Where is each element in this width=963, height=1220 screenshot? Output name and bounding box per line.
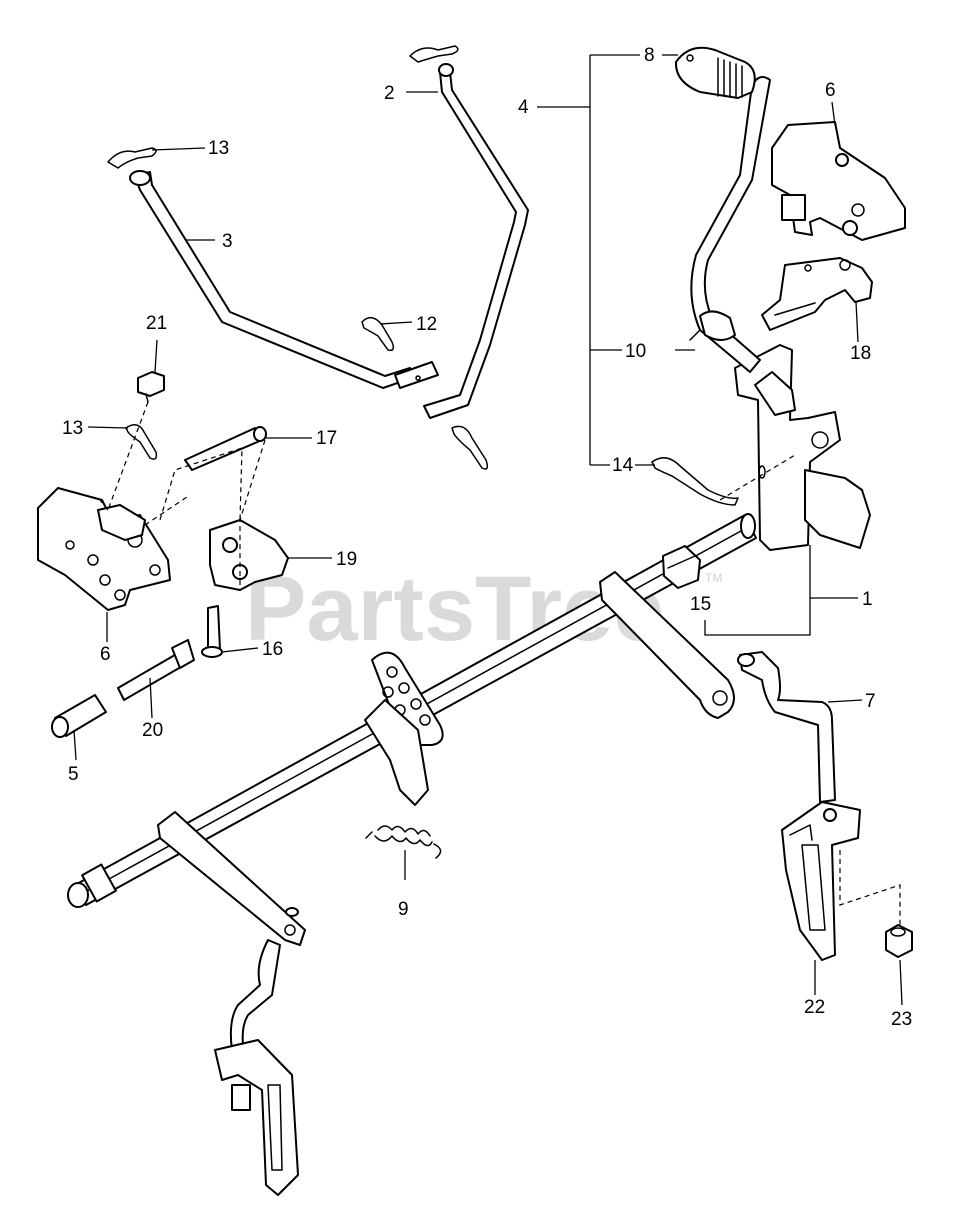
mounting-bracket-part-1 xyxy=(734,344,871,551)
lift-lever-assembly-part-4 xyxy=(674,46,771,373)
callout-10: 10 xyxy=(625,341,646,362)
callout-5: 5 xyxy=(68,764,79,785)
callout-15: 15 xyxy=(690,594,711,615)
hairpin-clip-part-2-top xyxy=(409,45,459,63)
callout-12: 12 xyxy=(416,314,437,335)
pivot-pin-part-17 xyxy=(184,426,267,471)
callout-22: 22 xyxy=(804,997,825,1018)
callout-16: 16 xyxy=(262,639,283,660)
shoulder-bolt-part-20 xyxy=(117,639,195,701)
leader-lines xyxy=(73,54,903,1006)
callout-13-lower: 13 xyxy=(62,418,83,439)
bolt-part-21 xyxy=(137,371,165,403)
hex-nut-part-15 xyxy=(662,545,701,589)
callout-6-upper: 6 xyxy=(825,80,836,101)
pivot-block-part-19 xyxy=(209,519,289,591)
extension-spring-part-9 xyxy=(365,825,442,859)
callout-2: 2 xyxy=(384,83,395,104)
callout-20: 20 xyxy=(142,720,163,741)
hairpin-clip-part-13-lower xyxy=(125,424,158,460)
lower-link-left xyxy=(214,939,299,1196)
callout-18: 18 xyxy=(850,343,871,364)
clevis-pin-part-16 xyxy=(201,605,223,658)
callout-7: 7 xyxy=(865,691,876,712)
callout-21: 21 xyxy=(146,313,167,334)
lift-arm-center xyxy=(599,571,735,719)
callout-23: 23 xyxy=(891,1009,912,1030)
hairpin-clip-part-14 xyxy=(651,457,739,506)
spacer-sleeve-part-5 xyxy=(51,694,107,738)
pivot-bracket-part-6-upper xyxy=(771,121,906,241)
callout-14: 14 xyxy=(612,455,634,476)
hairpin-clip-right-rod xyxy=(451,425,489,470)
callout-8: 8 xyxy=(644,45,655,66)
link-rod-part-7 xyxy=(737,651,836,803)
callout-9: 9 xyxy=(398,899,409,920)
lift-rod-part-3 xyxy=(129,170,439,389)
callout-17: 17 xyxy=(316,428,337,449)
callout-19: 19 xyxy=(336,549,357,570)
lock-nut-part-23 xyxy=(885,924,913,958)
hairpin-clip-part-13-upper xyxy=(107,147,157,169)
pivot-bracket-part-6-lower xyxy=(37,487,171,611)
hairpin-clip-part-12 xyxy=(361,316,395,352)
adjuster-bracket-part-22 xyxy=(781,801,861,961)
callout-3: 3 xyxy=(222,231,233,252)
callout-4: 4 xyxy=(518,97,529,118)
height-adjust-plate xyxy=(364,651,444,806)
lift-rod-part-2 xyxy=(423,63,529,419)
adjuster-bracket-part-18 xyxy=(761,257,873,331)
lift-arm-left xyxy=(157,811,306,946)
callout-13-upper: 13 xyxy=(208,138,229,159)
callout-6-lower: 6 xyxy=(100,644,111,665)
callout-1: 1 xyxy=(862,589,873,610)
watermark-trademark: TM xyxy=(705,571,722,585)
